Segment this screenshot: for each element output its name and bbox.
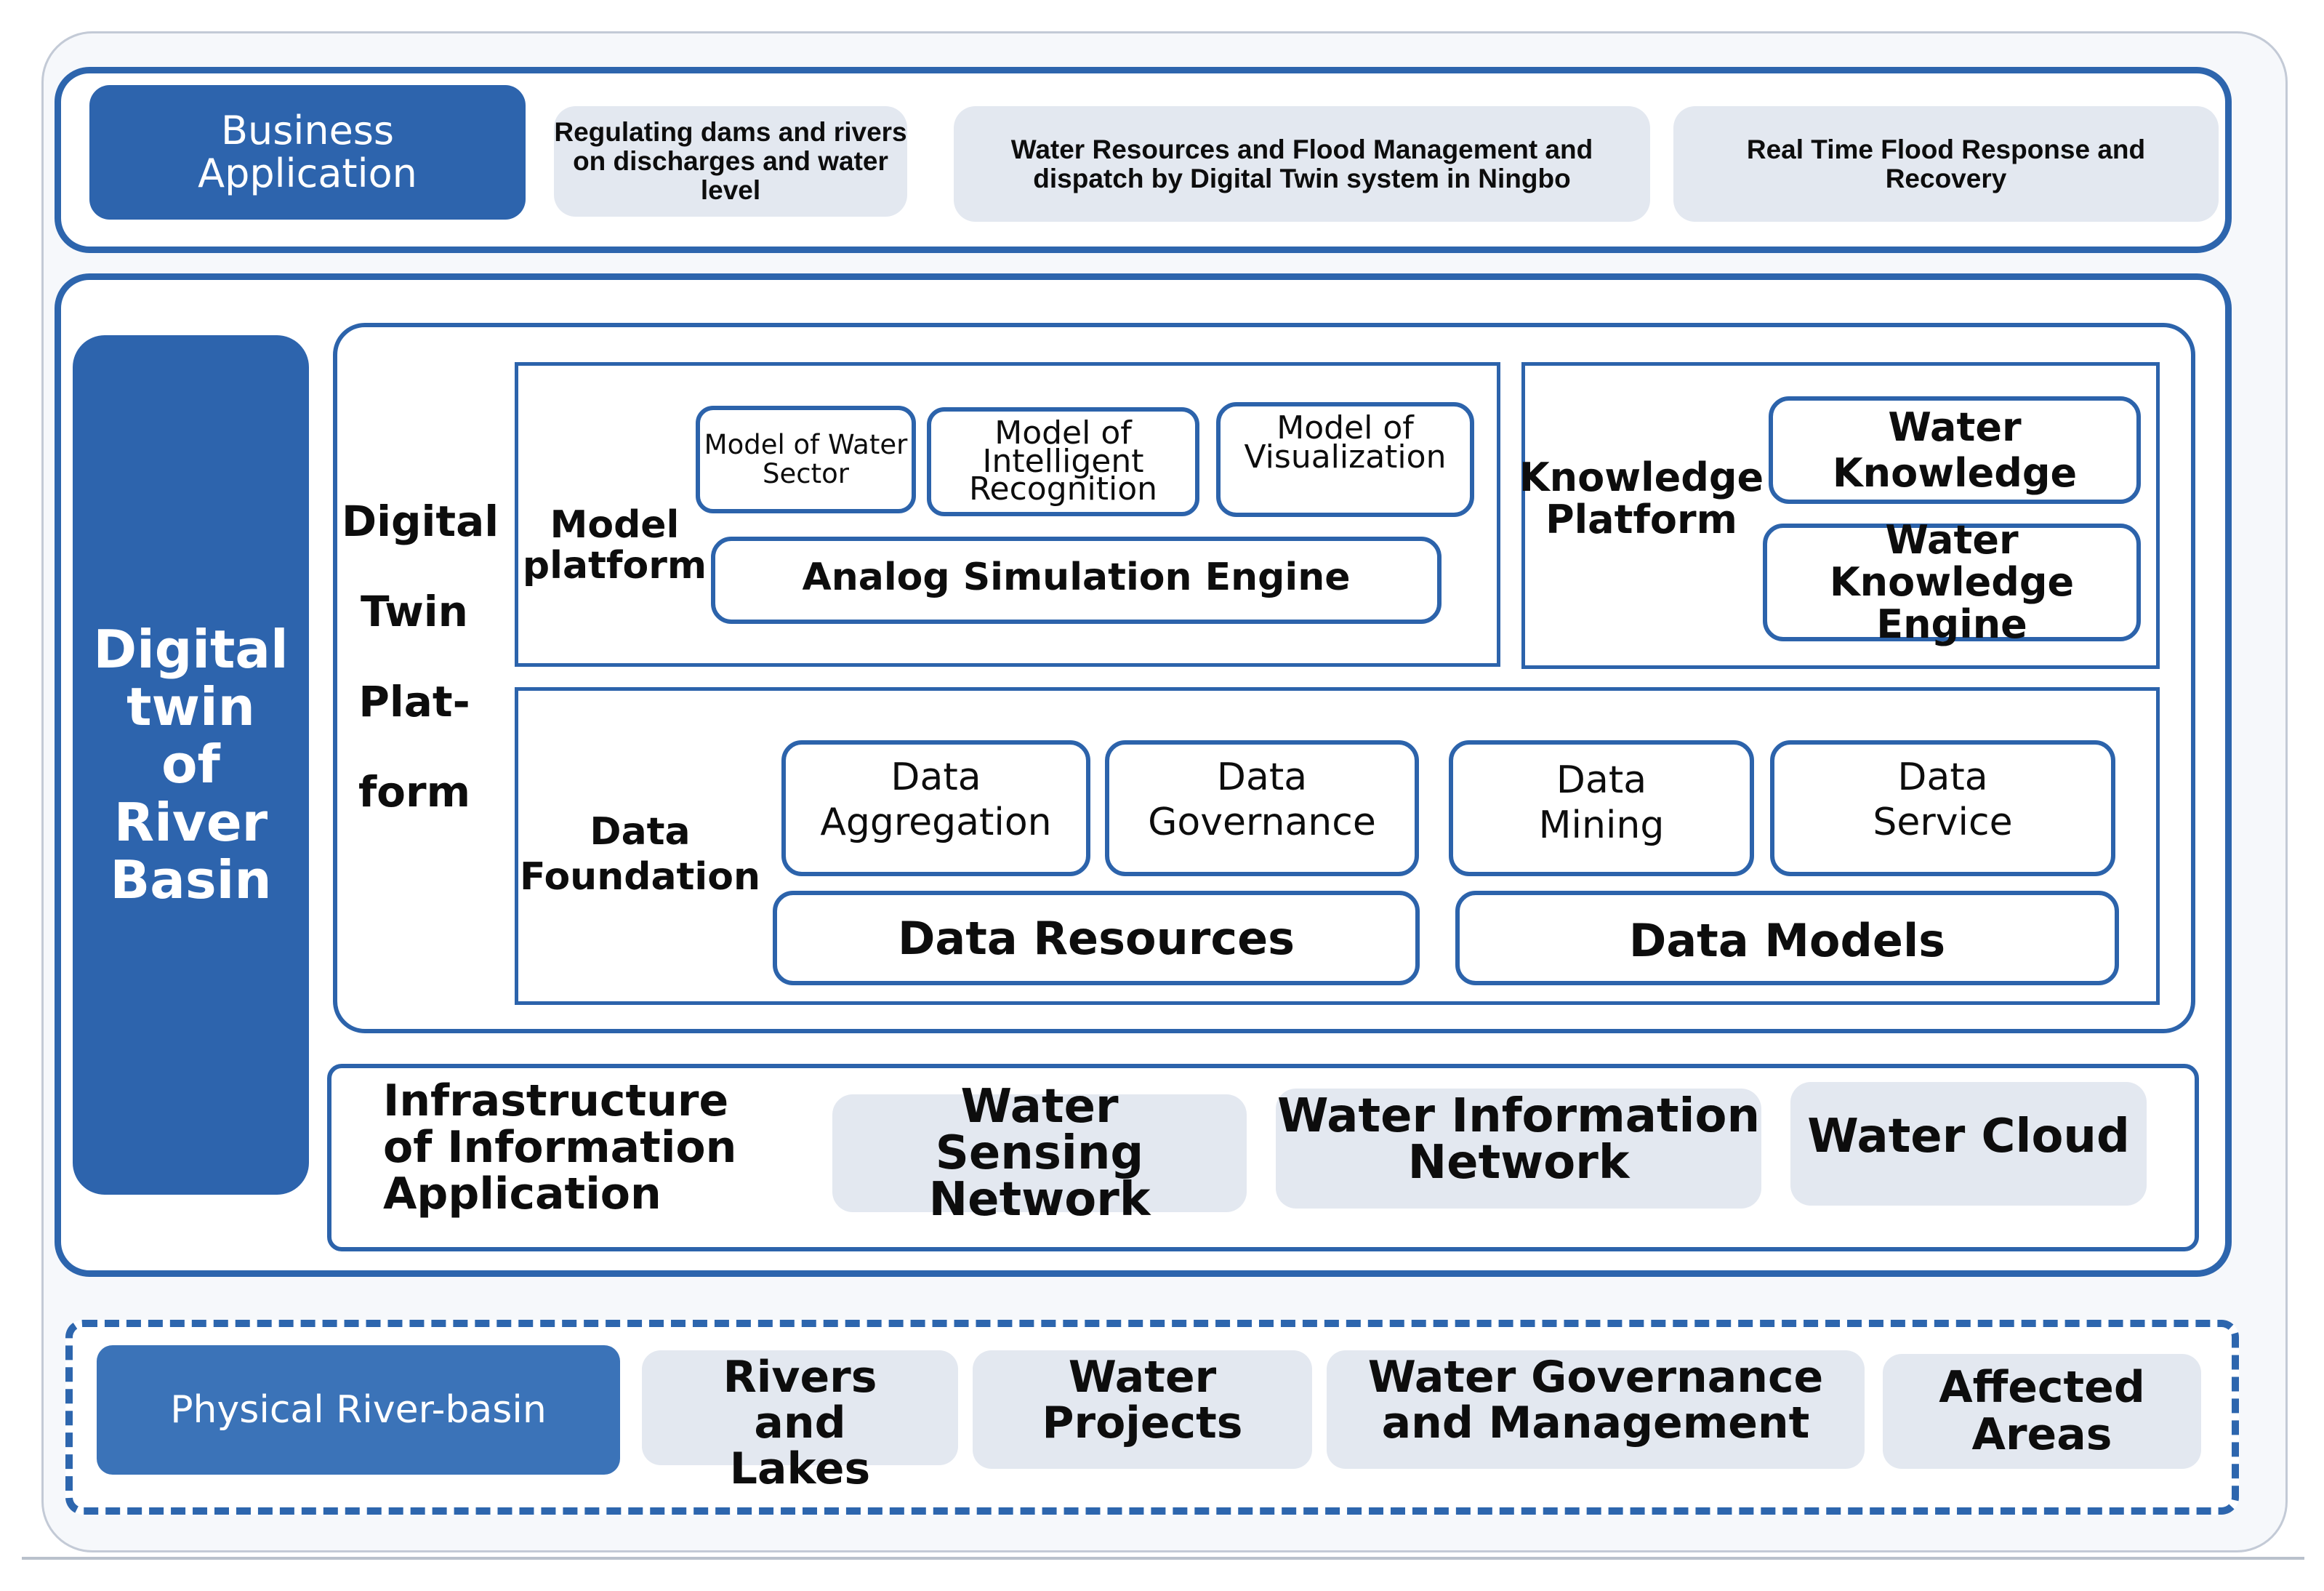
data-service: Data Service <box>1770 740 2115 876</box>
business-application-title: Business Application <box>89 85 526 220</box>
data-mining: Data Mining <box>1449 740 1754 876</box>
water-knowledge: Water Knowledge <box>1769 396 2141 504</box>
data-aggregation: Data Aggregation <box>781 740 1090 876</box>
business-item-regulating-dams: Regulating dams and rivers on discharges… <box>554 106 907 217</box>
model-water-sector: Model of Water Sector <box>696 406 916 513</box>
model-intelligent-recognition: Model of Intelligent Recognition <box>927 407 1199 516</box>
water-cloud: Water Cloud <box>1790 1082 2147 1206</box>
physical-river-basin-title: Physical River-basin <box>97 1345 620 1475</box>
water-knowledge-engine: Water Knowledge Engine <box>1763 518 2141 646</box>
water-information-network: Water Information Network <box>1276 1089 1761 1209</box>
water-governance-and-management: Water Governance and Management <box>1327 1350 1865 1469</box>
model-visualization: Model of Visualization <box>1216 402 1474 517</box>
business-item-flood-response: Real Time Flood Response and Recovery <box>1673 106 2219 222</box>
data-foundation-label: Data Foundation <box>520 809 760 899</box>
knowledge-platform-label: Knowledge Platform <box>1519 454 1764 542</box>
business-item-flood-management: Water Resources and Flood Management and… <box>954 106 1650 222</box>
water-projects: Water Projects <box>973 1350 1312 1469</box>
water-sensing-network: Water Sensing Network <box>832 1083 1247 1223</box>
data-resources: Data Resources <box>773 891 1420 985</box>
infrastructure-label: Infrastructure of Information Applicatio… <box>383 1075 737 1220</box>
model-platform-label: Model platform <box>522 502 707 588</box>
analog-simulation-engine: Analog Simulation Engine <box>711 537 1442 624</box>
affected-areas: Affected Areas <box>1883 1354 2201 1469</box>
digital-twin-side-label: Digital twin of River Basin <box>73 335 309 1195</box>
bottom-rule <box>22 1557 2304 1560</box>
data-models: Data Models <box>1455 891 2119 985</box>
rivers-and-lakes: Rivers and Lakes <box>642 1350 958 1492</box>
data-governance: Data Governance <box>1105 740 1419 876</box>
digital-twin-platform-label: Digital Twin Plat- form <box>342 497 499 817</box>
